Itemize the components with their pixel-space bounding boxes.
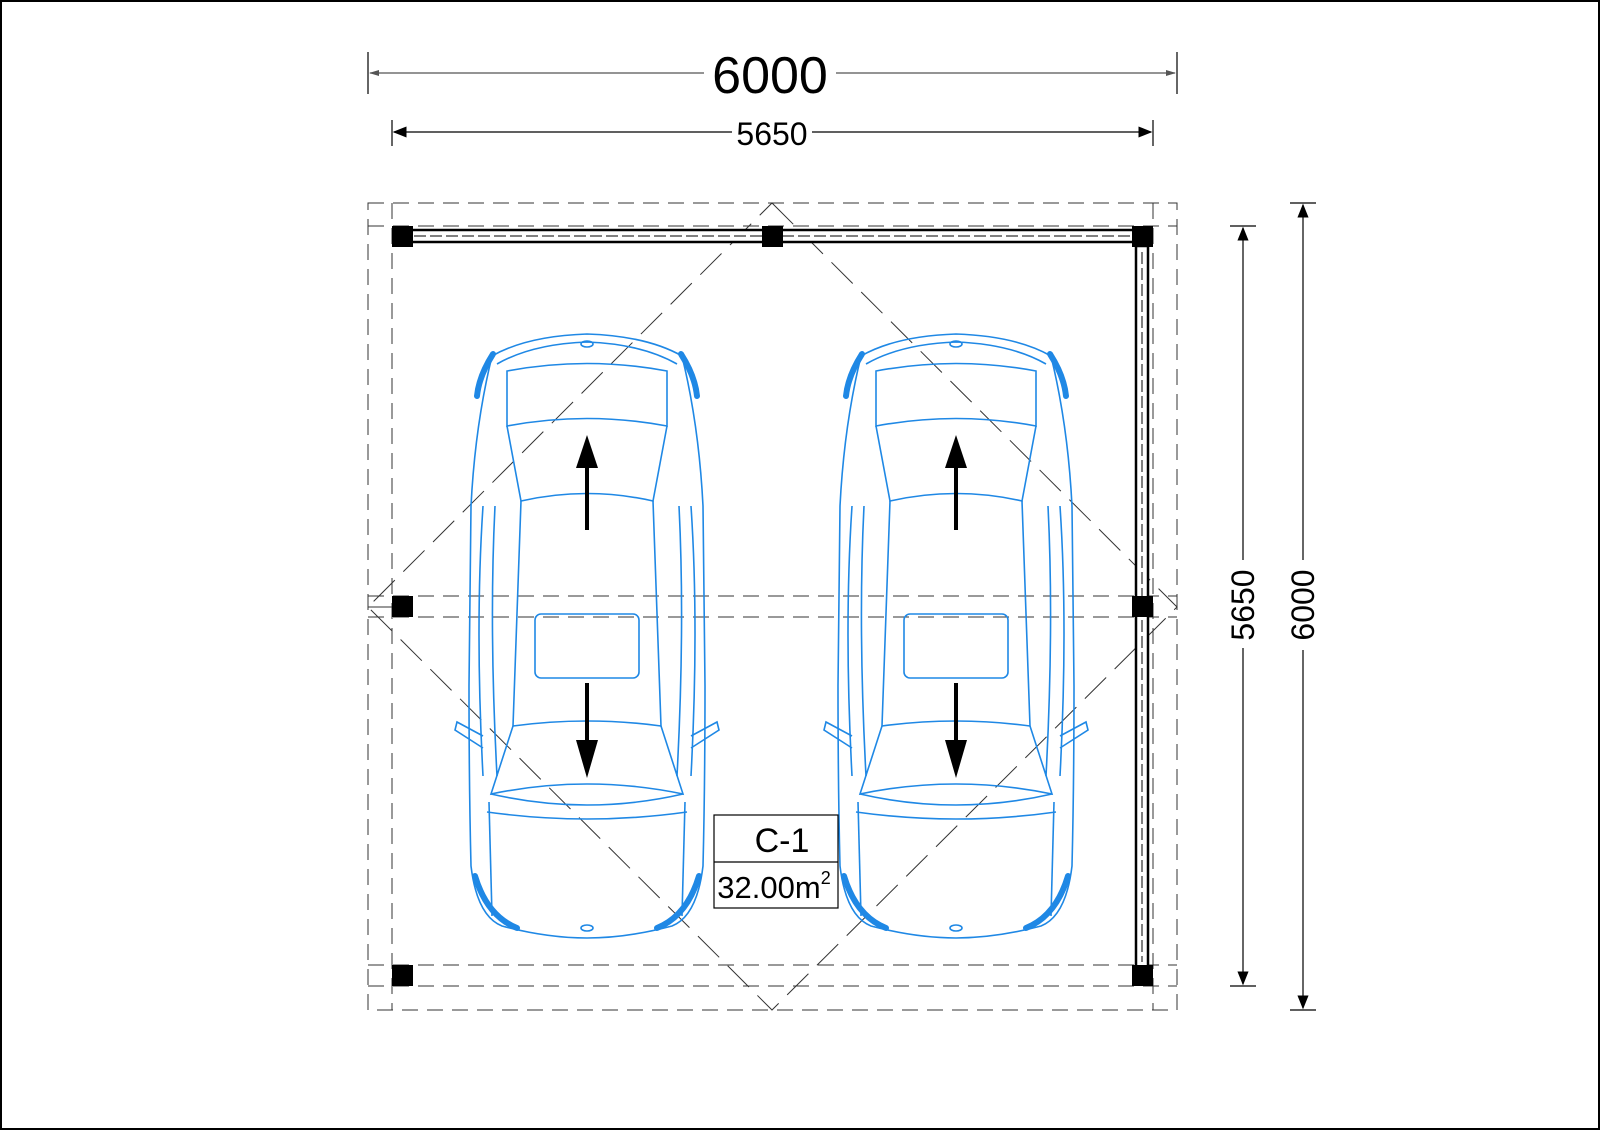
post-icon <box>392 226 413 247</box>
dimension-label-right-inner: 5650 <box>1225 569 1261 640</box>
post-icon <box>392 965 413 986</box>
dimension-top-outer: 6000 <box>367 47 1178 105</box>
dimension-right-inner: 5650 <box>1225 225 1261 987</box>
arrow-up-icon <box>576 435 598 530</box>
dimension-label-right-outer: 6000 <box>1285 569 1321 640</box>
dimension-label-top-outer: 6000 <box>712 47 828 105</box>
room-tag: C-1 32.00m2 <box>713 814 839 909</box>
post-icon <box>762 226 783 247</box>
dimension-label-top-inner: 5650 <box>736 116 807 152</box>
car-outline-icon <box>455 334 719 938</box>
posts <box>392 226 1153 986</box>
room-area-unit: 2 <box>821 868 831 888</box>
dimension-top-inner: 5650 <box>391 116 1154 152</box>
dimension-right-outer: 6000 <box>1285 202 1321 1011</box>
arrow-up-icon <box>945 435 967 530</box>
arrow-down-icon <box>576 683 598 778</box>
post-icon <box>1132 965 1153 986</box>
room-area: 32.00m2 <box>717 868 830 905</box>
post-icon <box>1132 596 1153 617</box>
car-right <box>824 334 1088 938</box>
arrow-down-icon <box>945 683 967 778</box>
post-icon <box>392 596 413 617</box>
car-outline-icon <box>824 334 1088 938</box>
post-icon <box>1132 226 1153 247</box>
car-left <box>455 334 719 938</box>
room-id: C-1 <box>755 822 810 860</box>
